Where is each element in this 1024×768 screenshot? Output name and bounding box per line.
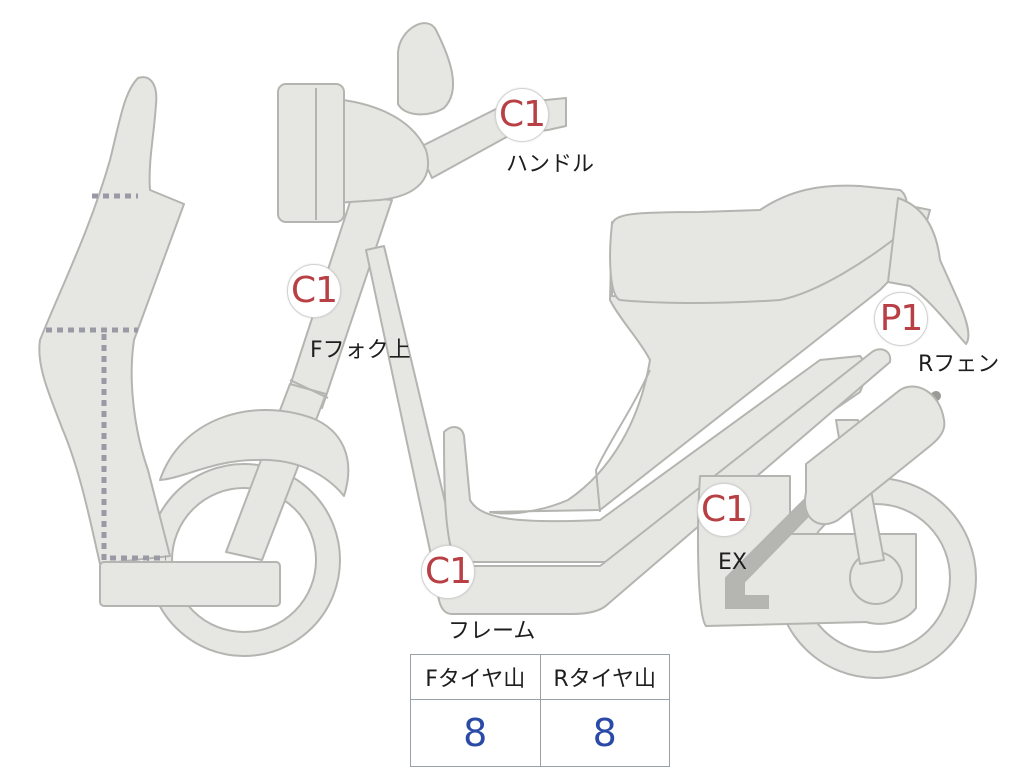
tire-tread-table: Fタイヤ山 Rタイヤ山 8 8 — [410, 654, 670, 767]
down-tube — [365, 245, 457, 561]
table-value-row: 8 8 — [410, 699, 670, 767]
exhaust-code-badge: C1 — [697, 483, 751, 537]
front-fork-code-badge: C1 — [287, 264, 341, 318]
handle-code-badge: C1 — [495, 88, 549, 142]
windshield — [397, 22, 454, 116]
seat — [609, 184, 909, 304]
table-header-row: Fタイヤ山 Rタイヤ山 — [410, 654, 670, 700]
floorboard — [443, 355, 866, 563]
headlight — [277, 83, 345, 223]
muffler — [803, 385, 946, 525]
rear-tire-tread-header: Rタイヤ山 — [539, 654, 670, 700]
front-fork-label: Fフォク上 — [310, 338, 411, 363]
front-tire-tread-value: 8 — [410, 699, 541, 767]
frame-rail — [436, 348, 892, 615]
frame-label: フレーム — [448, 619, 536, 644]
exhaust-label: EX — [718, 550, 747, 575]
handle-label: ハンドル — [506, 152, 595, 177]
headlight-cover — [319, 97, 429, 205]
leg-shield — [38, 76, 185, 565]
front-tire-tread-header: Fタイヤ山 — [410, 654, 541, 700]
front-wheel — [147, 463, 341, 657]
rear-fender — [887, 197, 970, 345]
rear-tire-tread-value: 8 — [539, 699, 670, 767]
rear-fender-code-badge: P1 — [874, 292, 928, 346]
rear-fender-label: Rフェン — [918, 352, 1000, 377]
front-fender — [159, 409, 350, 497]
frame-code-badge: C1 — [421, 545, 475, 599]
